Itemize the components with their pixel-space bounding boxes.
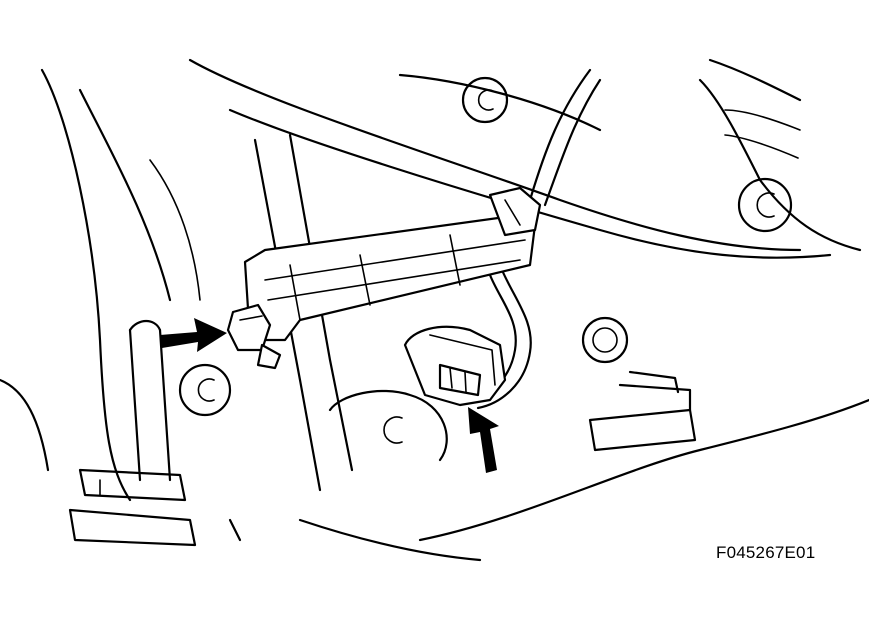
harness-clamp-bracket <box>243 186 542 342</box>
background-structure <box>0 58 869 562</box>
sensor-connector <box>403 325 507 407</box>
figure-code: F045267E01 <box>716 543 816 562</box>
connector-arrow <box>468 407 499 473</box>
bolt-arrow <box>160 318 227 352</box>
clamp-bolt <box>226 303 282 370</box>
